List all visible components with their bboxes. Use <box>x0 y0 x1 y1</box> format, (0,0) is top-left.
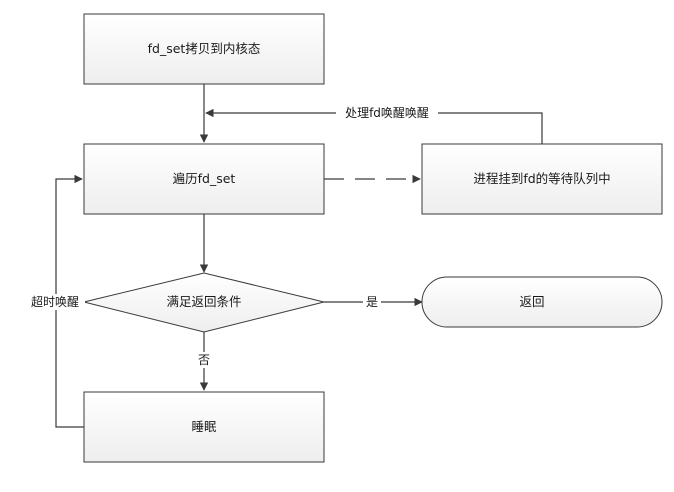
node-enqueue-label: 进程挂到fd的等待队列中 <box>473 171 610 186</box>
edge-label-yes-text: 是 <box>366 295 378 309</box>
edge-label-no: 否 <box>195 352 213 368</box>
node-condition-label: 满足返回条件 <box>166 294 241 309</box>
edge-label-yes: 是 <box>363 294 381 310</box>
node-enqueue: 进程挂到fd的等待队列中 <box>421 143 663 215</box>
node-copy-fdset-label: fd_set拷贝到内核态 <box>148 41 261 56</box>
node-traverse: 遍历fd_set <box>83 143 325 215</box>
edge-label-fd-wakeup-text: 处理fd唤醒唤醒 <box>345 106 429 120</box>
edge-label-timeout: 超时唤醒 <box>25 294 85 310</box>
node-sleep-label: 睡眠 <box>191 419 217 434</box>
node-condition: 满足返回条件 <box>83 272 325 333</box>
node-copy-fdset: fd_set拷贝到内核态 <box>83 13 325 85</box>
edge-label-no-text: 否 <box>198 353 210 367</box>
edge-label-timeout-text: 超时唤醒 <box>31 294 79 309</box>
edge-label-fd-wakeup: 处理fd唤醒唤醒 <box>336 104 438 122</box>
node-return-label: 返回 <box>519 294 544 309</box>
node-traverse-label: 遍历fd_set <box>173 171 236 186</box>
node-return: 返回 <box>421 276 663 328</box>
edges <box>55 84 543 428</box>
edge-fd-wakeup <box>205 108 543 144</box>
node-sleep: 睡眠 <box>83 391 325 463</box>
